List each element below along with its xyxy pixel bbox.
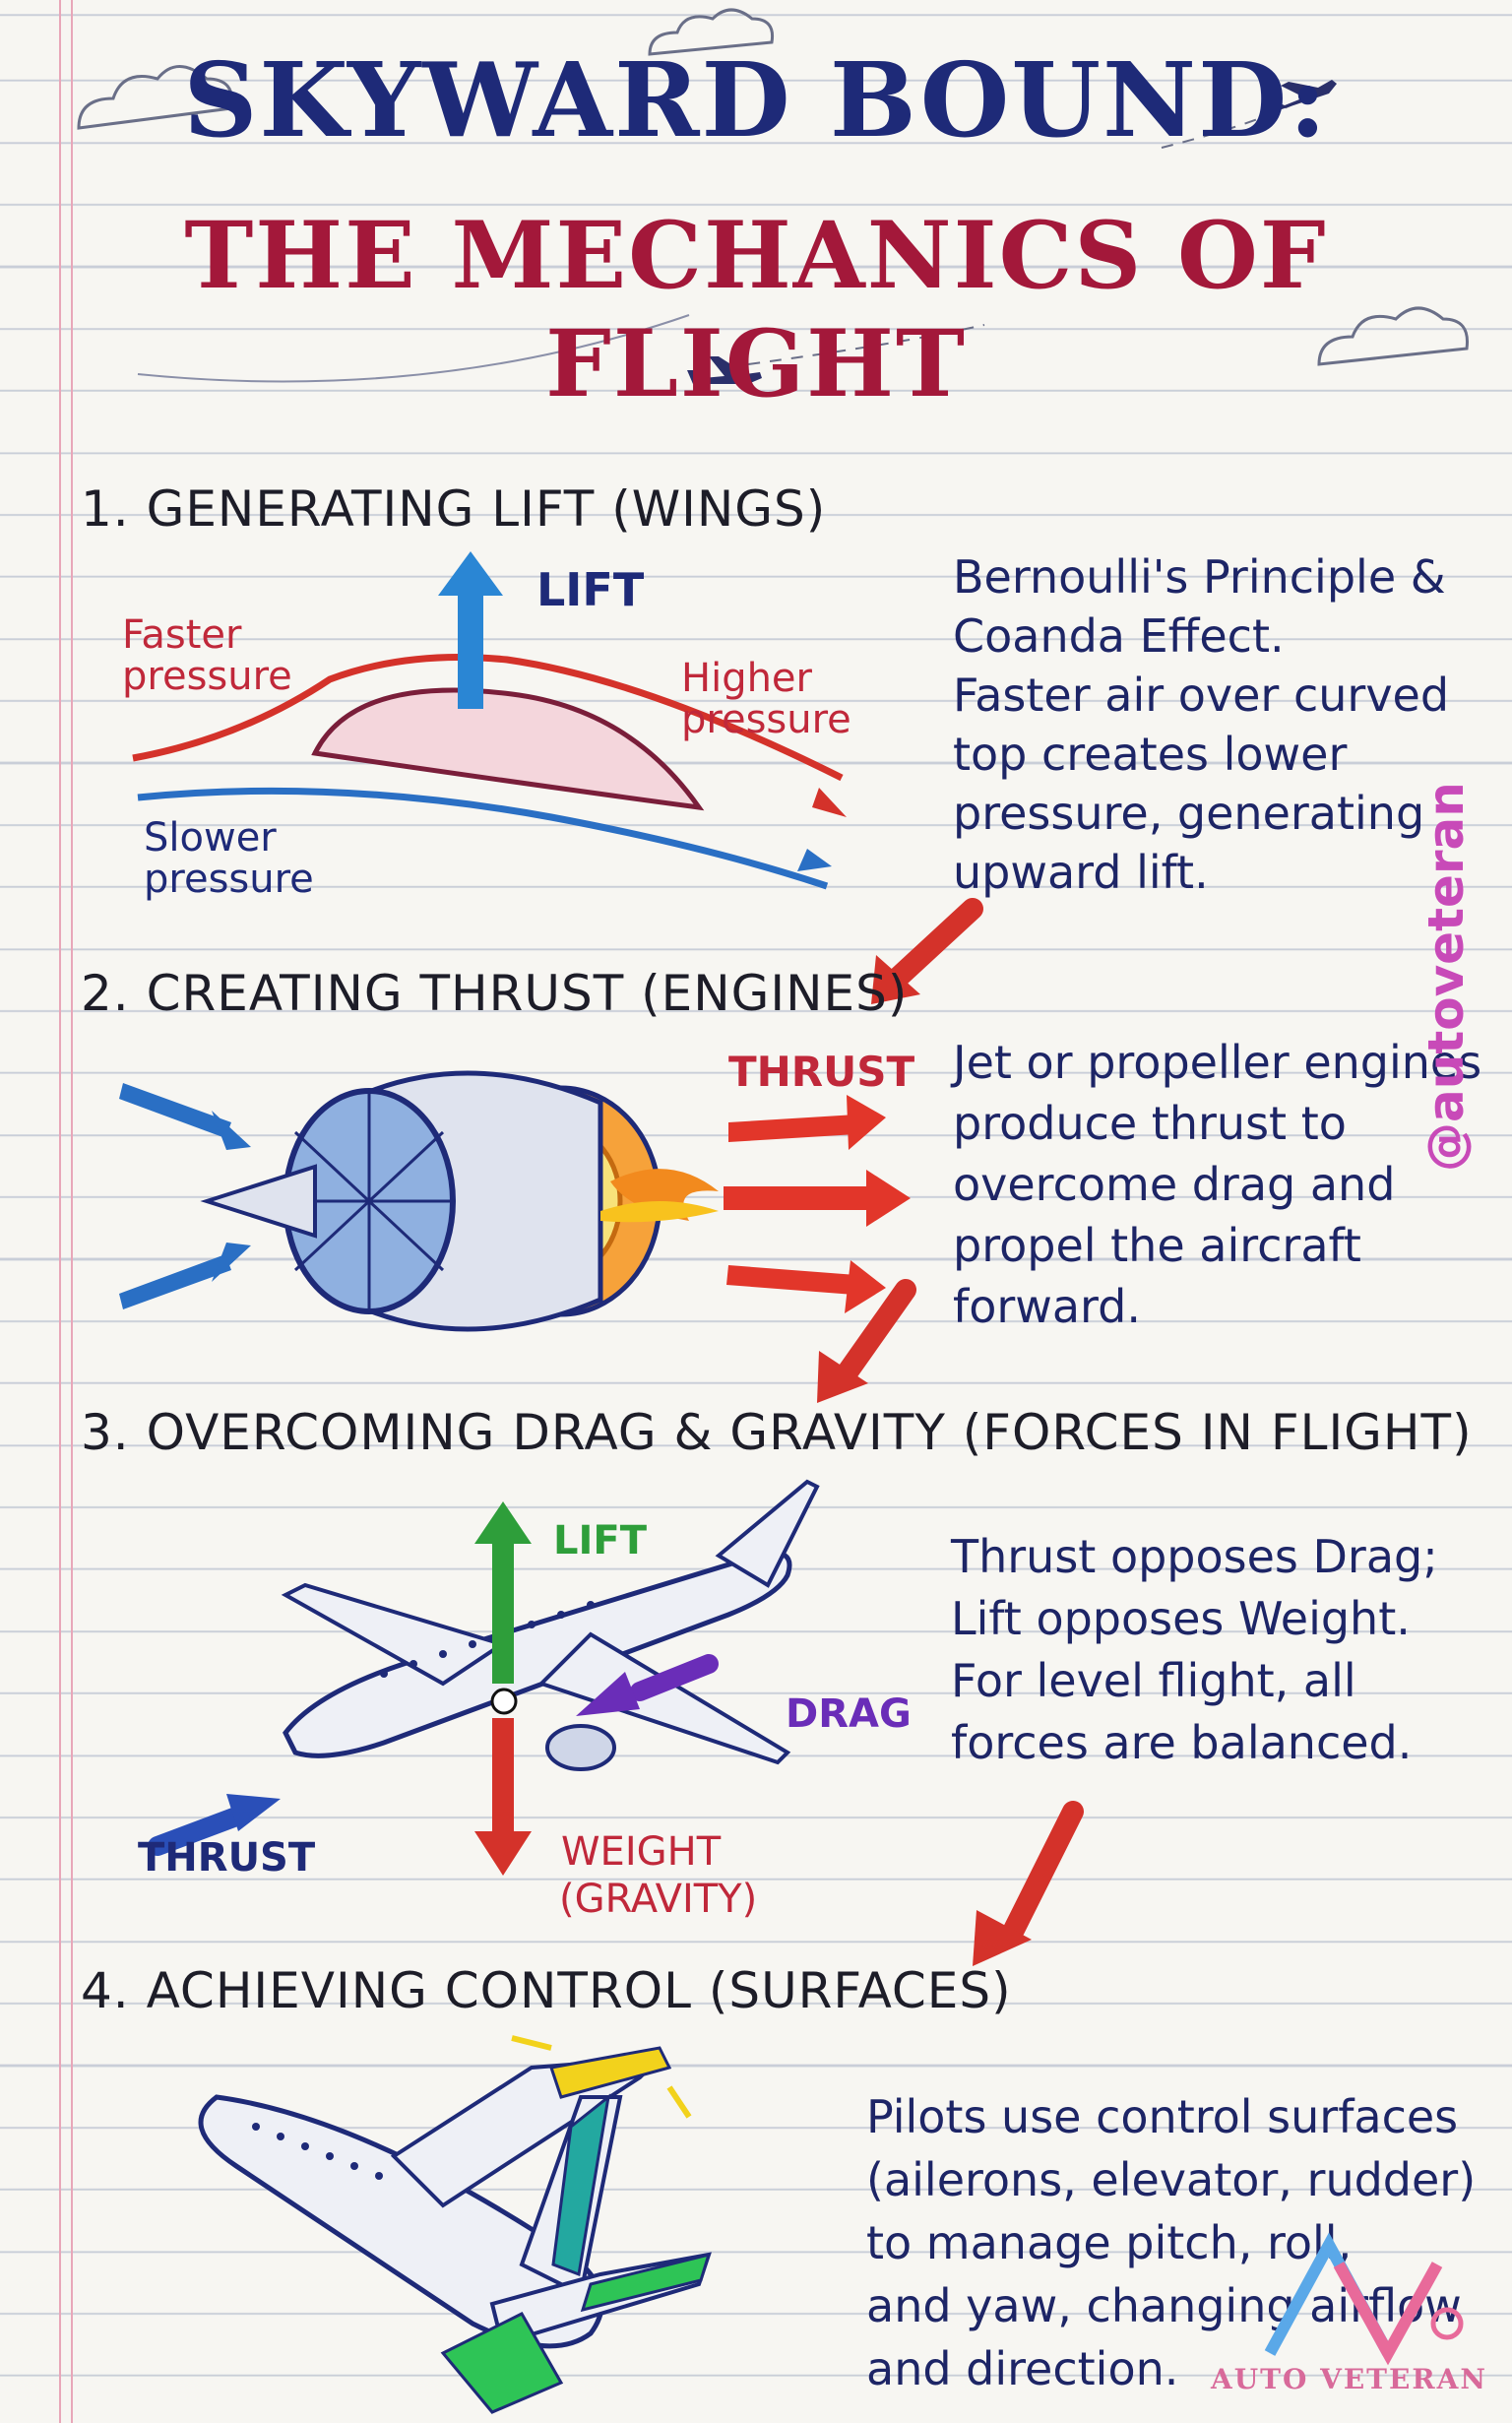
title-decoration <box>77 8 1469 384</box>
section-1-heading: 1. GENERATING LIFT (WINGS) <box>81 480 827 538</box>
flow-arrow <box>871 898 983 1004</box>
section-3-heading: 3. OVERCOMING DRAG & GRAVITY (FORCES IN … <box>81 1404 1473 1461</box>
section-1-description: Bernoulli's Principle & Coanda Effect. F… <box>953 547 1449 902</box>
description-line: Coanda Effect. <box>953 609 1285 663</box>
airplane-fuselage <box>283 1551 792 1758</box>
description-line: forces are balanced. <box>951 1716 1413 1769</box>
thrust-label: THRUST <box>728 1048 915 1096</box>
description-line: Lift opposes Weight. <box>951 1592 1411 1645</box>
cloud-icon <box>648 8 775 56</box>
description-line: overcome drag and <box>953 1158 1396 1211</box>
section-4-heading: 4. ACHIEVING CONTROL (SURFACES) <box>81 1962 1012 2019</box>
thrust-label: THRUST <box>138 1835 316 1881</box>
description-line: propel the aircraft <box>953 1219 1361 1272</box>
flow-arrow <box>973 1801 1084 1966</box>
jet-engine-diagram <box>119 1070 911 1332</box>
higher-pressure-label: pressure <box>681 697 851 742</box>
aileron <box>549 2046 672 2099</box>
section-2-heading: 2. CREATING THRUST (ENGINES) <box>81 965 909 1022</box>
author-handle: @autoveteran <box>1418 782 1475 1172</box>
section-3-description: Thrust opposes Drag; Lift opposes Weight… <box>951 1526 1438 1774</box>
description-line: and direction. <box>866 2342 1179 2395</box>
description-line: to manage pitch, roll, <box>866 2216 1353 2269</box>
description-line: pressure, generating <box>953 787 1425 840</box>
description-line: Jet or propeller engines <box>953 1036 1482 1089</box>
section-4-description: Pilots use control surfaces (ailerons, e… <box>866 2085 1476 2400</box>
lift-arrow <box>458 591 483 709</box>
control-surfaces-diagram <box>198 2035 712 2414</box>
airfoil-shape <box>311 687 705 811</box>
description-line: Faster air over curved <box>953 669 1450 722</box>
thrust-arrow <box>148 1807 246 1856</box>
margin-line <box>71 0 73 2423</box>
brand-logo-icon <box>1264 2232 1464 2366</box>
description-line: forward. <box>953 1280 1141 1333</box>
cloud-icon <box>77 65 234 130</box>
page-title: SKYWARD BOUND: <box>183 39 1329 160</box>
lift-label: LIFT <box>553 1518 647 1563</box>
airplane-icon <box>1269 80 1337 113</box>
wing-lift-diagram <box>132 551 847 890</box>
forces-airplane-diagram <box>148 1479 820 1876</box>
elevator <box>580 2252 712 2313</box>
margin-line <box>59 0 61 2423</box>
lift-label: LIFT <box>536 563 645 616</box>
description-line: For level flight, all <box>951 1654 1356 1707</box>
flow-arrow <box>817 1279 916 1403</box>
page-subtitle: THE MECHANICS OF FLIGHT <box>184 202 1328 418</box>
brand-name: AUTO VETERAN <box>1211 2363 1487 2395</box>
weight-arrow <box>492 1718 514 1836</box>
description-line: (ailerons, elevator, rudder) <box>866 2153 1477 2206</box>
weight-label: WEIGHT <box>561 1829 722 1875</box>
faster-pressure-label: pressure <box>122 654 292 699</box>
higher-label: Higher <box>681 656 812 701</box>
elevator <box>440 2312 564 2414</box>
lift-arrow <box>492 1536 514 1684</box>
cloud-icon <box>1317 306 1469 366</box>
section-2-description: Jet or propeller engines produce thrust … <box>953 1032 1481 1337</box>
description-line: produce thrust to <box>953 1097 1347 1150</box>
description-line: Bernoulli's Principle & <box>953 550 1446 604</box>
slower-label: Slower <box>144 815 277 861</box>
description-line: Thrust opposes Drag; <box>951 1530 1438 1583</box>
drag-label: DRAG <box>786 1691 912 1737</box>
drag-arrow <box>630 1654 719 1701</box>
description-line: top creates lower <box>953 728 1348 781</box>
description-line: upward lift. <box>953 846 1209 899</box>
gravity-label: (GRAVITY) <box>559 1877 758 1922</box>
slower-pressure-label: pressure <box>144 857 314 902</box>
airplane-icon <box>687 356 762 384</box>
rudder <box>551 2093 611 2277</box>
description-line: Pilots use control surfaces <box>866 2090 1459 2143</box>
faster-label: Faster <box>122 612 242 658</box>
